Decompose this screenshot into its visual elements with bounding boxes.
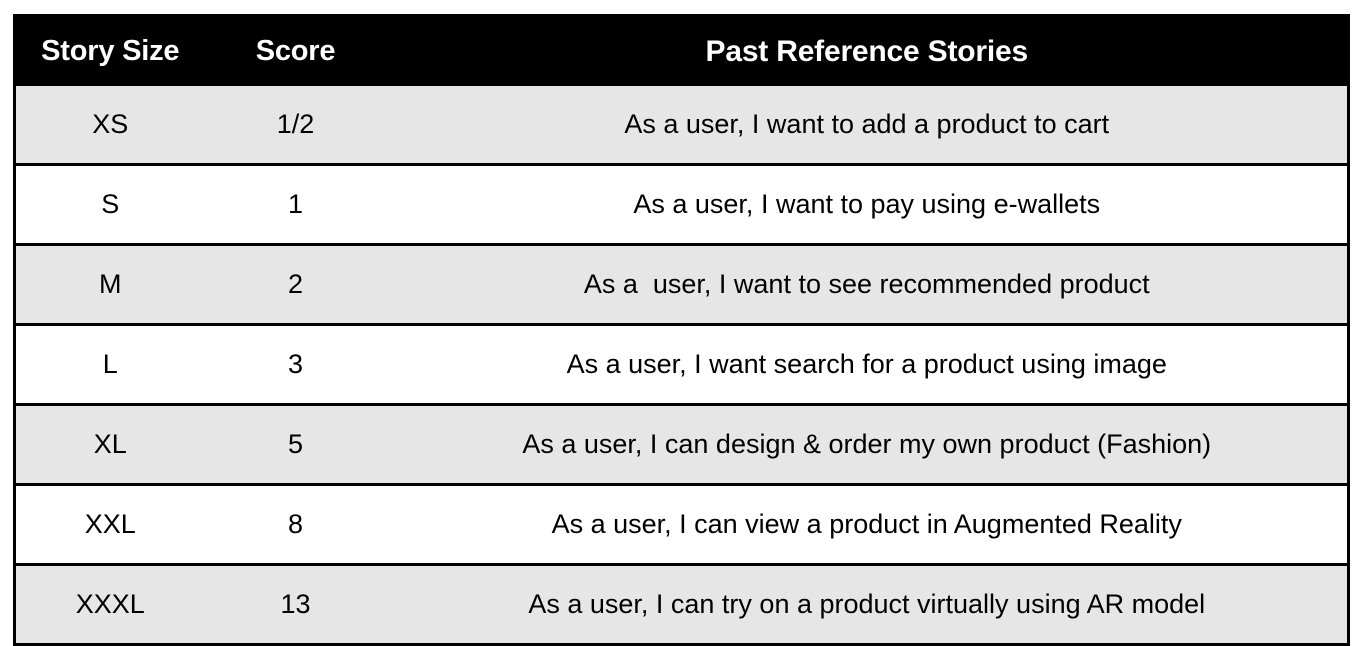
column-header-story-size: Story Size [14,15,205,86]
cell-score: 1/2 [276,109,315,139]
cell-story-text: As a user, I want to pay using e-wallets [386,163,1349,245]
table-row: XXL 8 As a user, I can view a product in… [14,483,1349,565]
table-row: XS 1/2 As a user, I want to add a produc… [14,86,1349,165]
table-header: Story Size Score Past Reference Stories [14,15,1349,86]
column-header-score: Score [204,15,387,86]
cell-score: 3 [204,323,387,405]
table-row: XL 5 As a user, I can design & order my … [14,403,1349,485]
table-header-row: Story Size Score Past Reference Stories [14,15,1349,86]
cell-story-text: As a user, I want to add a product to ca… [624,109,1110,139]
table-row: M 2 As a user, I want to see recommended… [14,243,1349,325]
table-row: XXXL 13 As a user, I can try on a produc… [14,563,1349,645]
cell-story-text: As a user, I can view a product in Augme… [386,483,1349,565]
cell-score: 1 [204,163,387,245]
table-row: L 3 As a user, I want search for a produ… [14,323,1349,405]
cell-story-size: S [14,163,205,245]
cell-story-size: M [14,243,205,325]
cell-story-text: As a user, I want search for a product u… [386,323,1349,405]
cell-story-size: L [14,323,205,405]
story-sizing-table: Story Size Score Past Reference Stories … [13,14,1350,646]
cell-score: 8 [204,483,387,565]
cell-story-size: XL [14,403,205,485]
cell-score: 2 [204,243,387,325]
cell-story-text: As a user, I can design & order my own p… [386,403,1349,485]
table-body: XS 1/2 As a user, I want to add a produc… [14,86,1349,645]
cell-story-size: XS [92,109,129,139]
cell-story-text: As a user, I want to see recommended pro… [386,243,1349,325]
cell-score: 5 [204,403,387,485]
table-row: S 1 As a user, I want to pay using e-wal… [14,163,1349,245]
cell-score: 13 [204,563,387,645]
column-header-past-reference-stories: Past Reference Stories [386,15,1349,86]
cell-story-size: XXXL [14,563,205,645]
cell-story-size: XXL [14,483,205,565]
cell-story-text: As a user, I can try on a product virtua… [386,563,1349,645]
